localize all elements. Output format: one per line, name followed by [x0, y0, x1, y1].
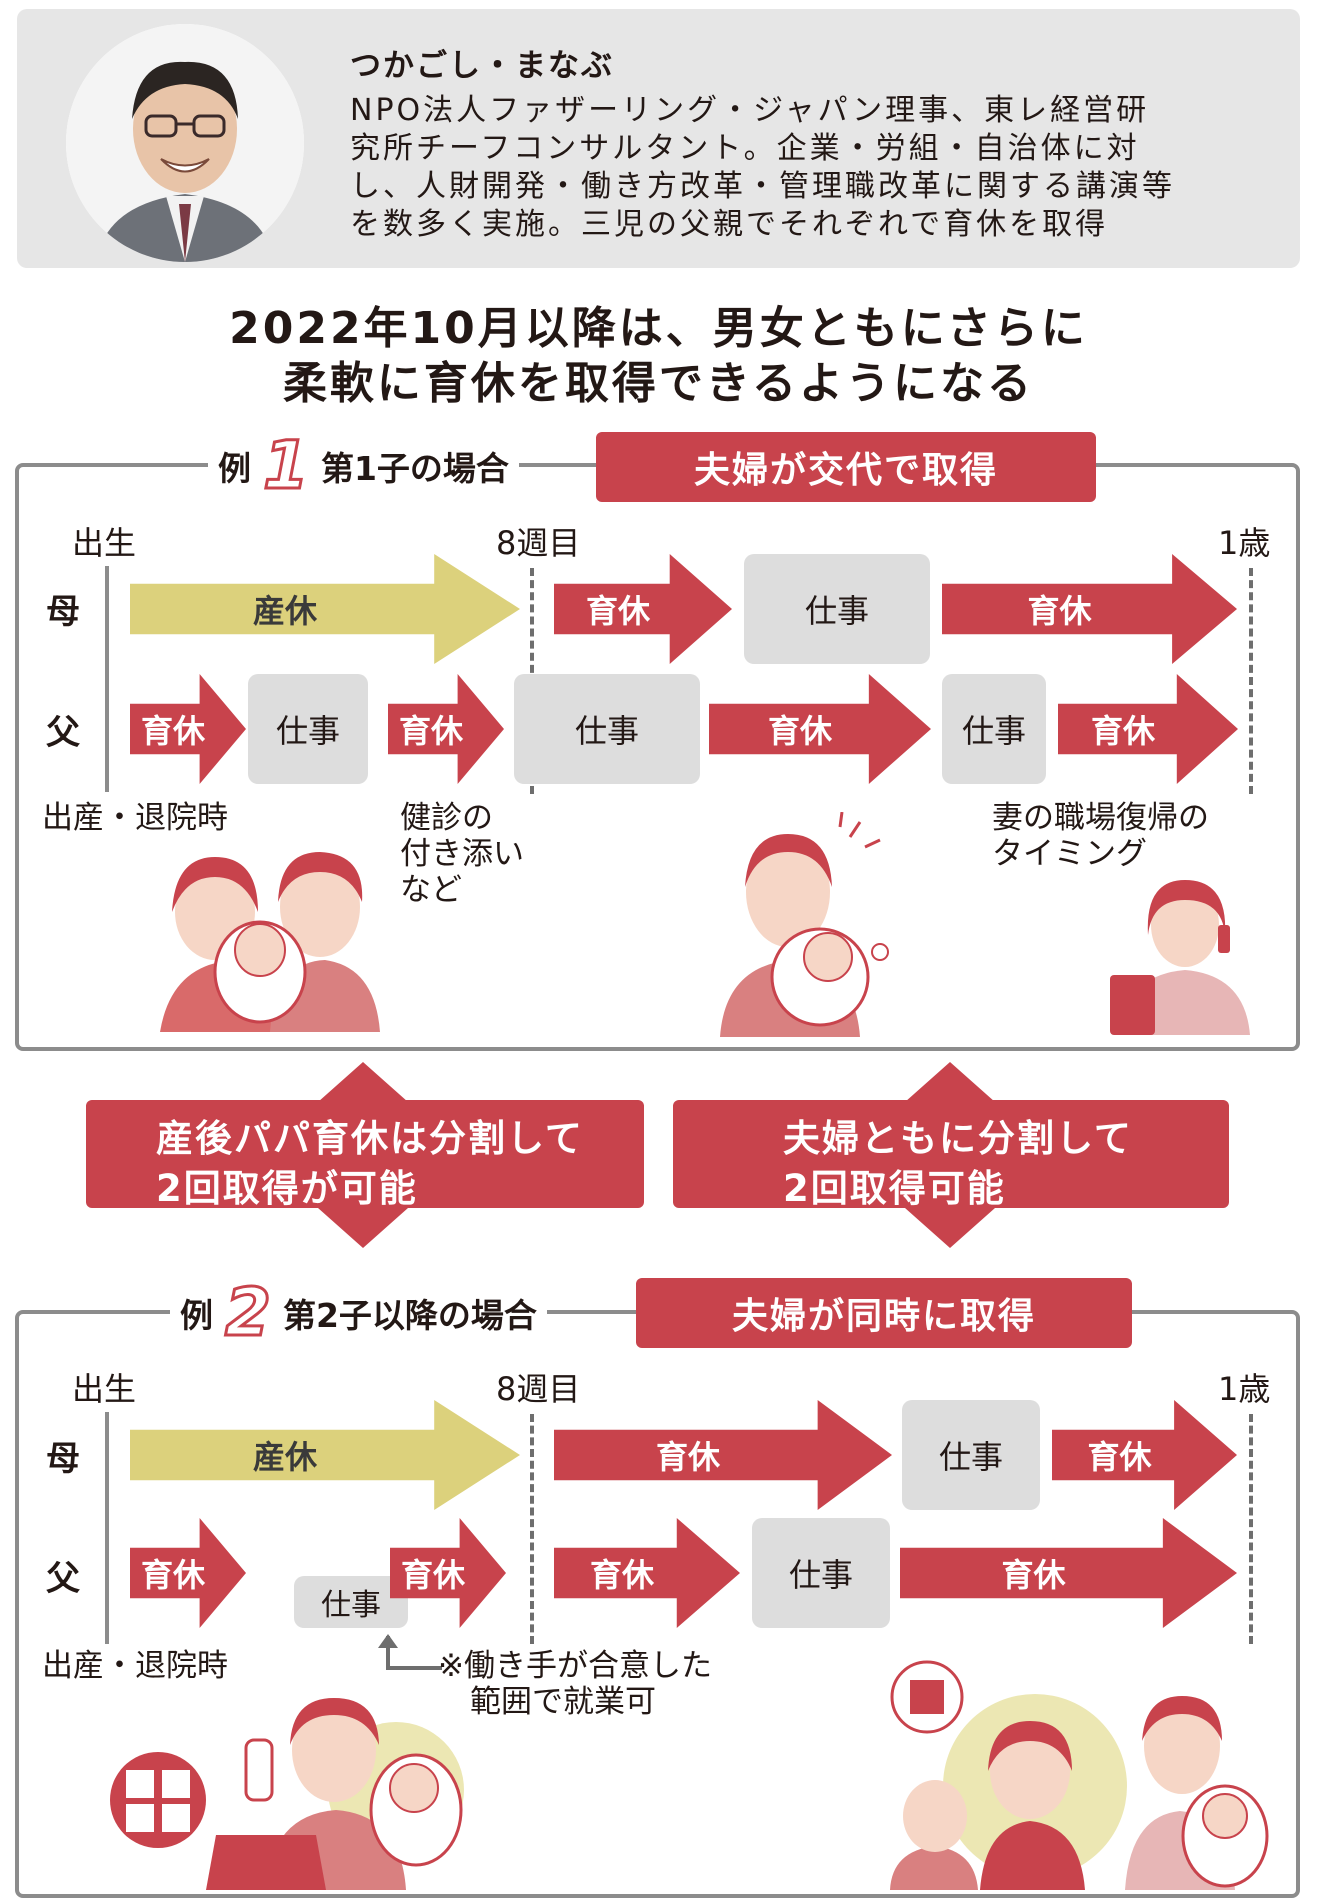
row-label-mother: 母 — [46, 592, 80, 632]
note-line: 妻の職場復帰の — [992, 800, 1209, 836]
1-year-line — [1249, 568, 1253, 794]
work-block: 仕事 — [902, 1400, 1040, 1510]
profile-description-line: NPO法人ファザーリング・ジャパン理事、東レ経営研 — [350, 93, 1150, 128]
note-birth-discharge: 出産・退院時 — [42, 800, 228, 836]
profile-description-line: し、人財開発・働き方改革・管理職改革に関する講演等 — [350, 169, 1175, 204]
row-label-mother: 母 — [46, 1439, 80, 1479]
tick-1-year: 1歳 — [1218, 1370, 1271, 1408]
work-block: 仕事 — [514, 674, 700, 784]
tick-8-weeks: 8週目 — [496, 1370, 581, 1408]
profile-name: つかごし・まなぶ — [350, 48, 614, 84]
8-weeks-line — [530, 1414, 534, 1644]
tick-birth: 出生 — [72, 1370, 137, 1408]
note-line: など — [400, 872, 462, 908]
example2-title: 第2子以降の場合 — [282, 1296, 537, 1335]
tag-line: 産後パパ育休は分割して — [156, 1117, 584, 1160]
example2-tag: 夫婦が同時に取得 — [636, 1278, 1132, 1348]
profile-description-line: 究所チーフコンサルタント。企業・労組・自治体に対 — [350, 131, 1140, 166]
split-both-parents-tag: 夫婦ともに分割して 2回取得可能 — [673, 1100, 1229, 1210]
family-together-illustration — [890, 1660, 1269, 1890]
row-label-father: 父 — [46, 1559, 80, 1599]
note-checkup: 健診の 付き添い など — [400, 800, 524, 908]
row-label-father: 父 — [46, 713, 80, 753]
tag-line: 2回取得が可能 — [156, 1167, 418, 1210]
tick-birth: 出生 — [72, 524, 137, 562]
work-block: 仕事 — [752, 1518, 890, 1628]
working-wife-illustration — [1110, 880, 1250, 1035]
birth-line — [105, 566, 109, 792]
profile-description-line: を数多く実施。三児の父親でそれぞれで育休を取得 — [350, 207, 1109, 242]
example2-prefix: 例 — [180, 1296, 213, 1335]
headline-line1: 2022年10月以降は、男女ともにさらに — [229, 303, 1088, 354]
note-line: タイミング — [992, 836, 1147, 872]
example1-tag: 夫婦が交代で取得 — [596, 432, 1096, 502]
example1-label: 例 1 第1子の場合 — [208, 431, 519, 501]
example1-number: 1 — [262, 427, 311, 504]
parents-with-baby-illustration — [160, 852, 380, 1032]
note-line: 付き添い — [400, 836, 524, 872]
work-block: 仕事 — [744, 554, 930, 664]
split-paternity-leave-tag: 産後パパ育休は分割して 2回取得が可能 — [86, 1100, 644, 1210]
headline-line2: 柔軟に育休を取得できるようになる — [282, 358, 1035, 409]
note-line: ※働き手が合意した — [438, 1648, 712, 1684]
example2-label: 例 2 第2子以降の場合 — [170, 1278, 547, 1348]
down-arrow-icon — [905, 1208, 995, 1248]
father-working-with-baby-illustration — [110, 1698, 464, 1890]
tick-1-year: 1歳 — [1218, 524, 1271, 562]
birth-line — [105, 1412, 109, 1644]
work-block-small: 仕事 — [294, 1576, 408, 1628]
tag-line: 2回取得可能 — [783, 1167, 1006, 1210]
profile-photo — [66, 24, 304, 262]
up-arrow-icon — [905, 1062, 995, 1102]
note-line: 健診の — [400, 800, 493, 836]
note-line: 範囲で就業可 — [470, 1684, 656, 1720]
corner-arrow-icon — [378, 1634, 442, 1670]
work-block: 仕事 — [942, 674, 1046, 784]
down-arrow-icon — [318, 1208, 408, 1248]
up-arrow-icon — [318, 1062, 408, 1102]
note-birth-discharge: 出産・退院時 — [42, 1648, 228, 1684]
note-work-agreement: ※働き手が合意した 範囲で就業可 — [438, 1648, 712, 1720]
tick-8-weeks: 8週目 — [496, 524, 581, 562]
work-block: 仕事 — [248, 674, 368, 784]
example2-number: 2 — [224, 1274, 273, 1351]
1-year-line — [1249, 1414, 1253, 1644]
tag-line: 夫婦ともに分割して — [783, 1117, 1133, 1160]
profile-description: NPO法人ファザーリング・ジャパン理事、東レ経営研 究所チーフコンサルタント。企… — [350, 92, 1280, 244]
father-with-crying-baby-illustration — [720, 812, 889, 1037]
note-return-to-work: 妻の職場復帰の タイミング — [992, 800, 1209, 872]
example1-prefix: 例 — [218, 449, 251, 488]
example1-title: 第1子の場合 — [320, 449, 509, 488]
